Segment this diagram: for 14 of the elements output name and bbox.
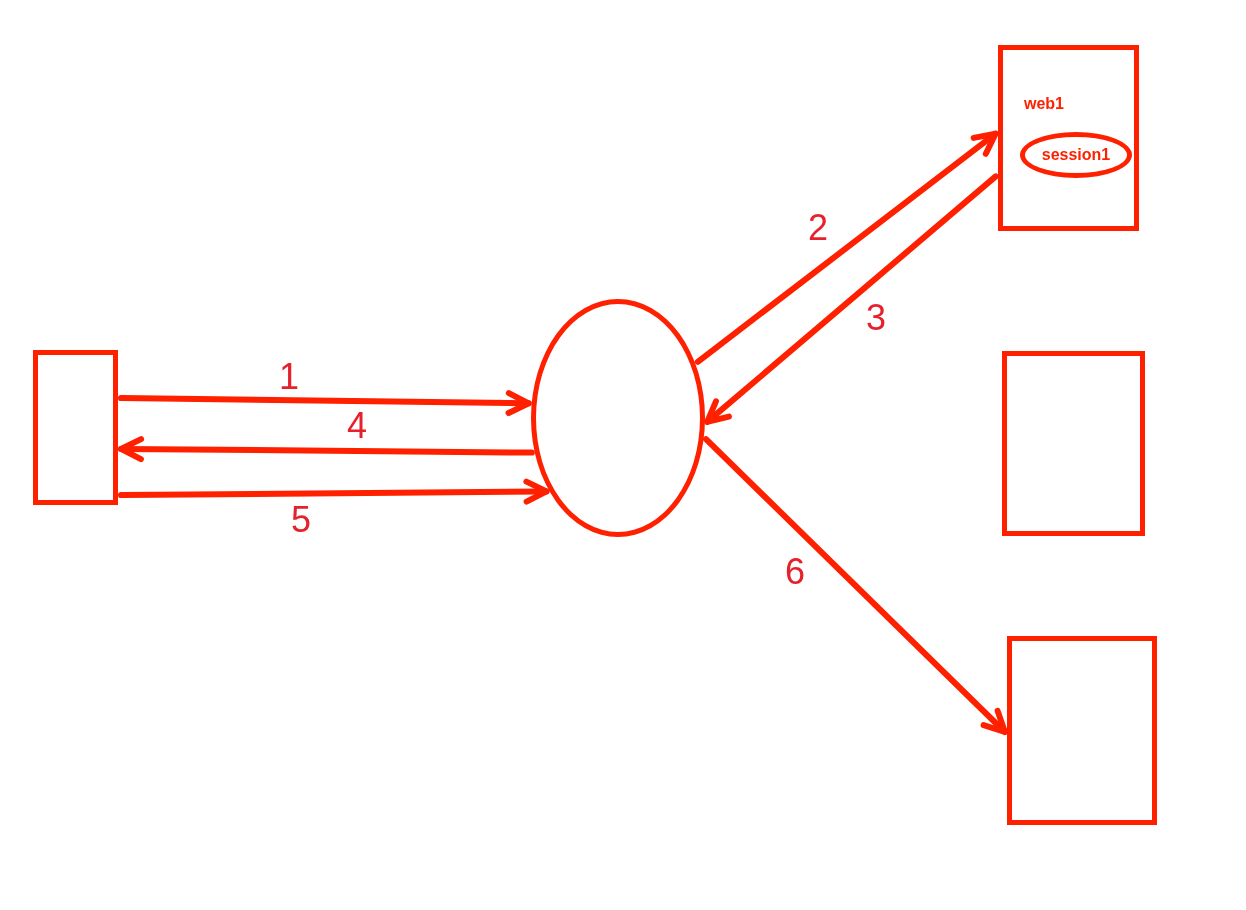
node-label: session1 (1041, 147, 1111, 163)
rectangle-box (1002, 351, 1145, 536)
arrow (118, 390, 532, 417)
rectangle-box (1007, 636, 1157, 825)
rectangle-box (33, 350, 118, 505)
arrow (118, 436, 535, 463)
ellipse-node (1020, 132, 1132, 178)
rectangle-box (998, 45, 1139, 231)
arrow (704, 173, 999, 425)
arrow (703, 436, 1008, 735)
ellipse-node (531, 299, 705, 537)
node-label: web1 (1024, 96, 1064, 112)
arrow (118, 478, 550, 505)
arrow (694, 130, 999, 365)
